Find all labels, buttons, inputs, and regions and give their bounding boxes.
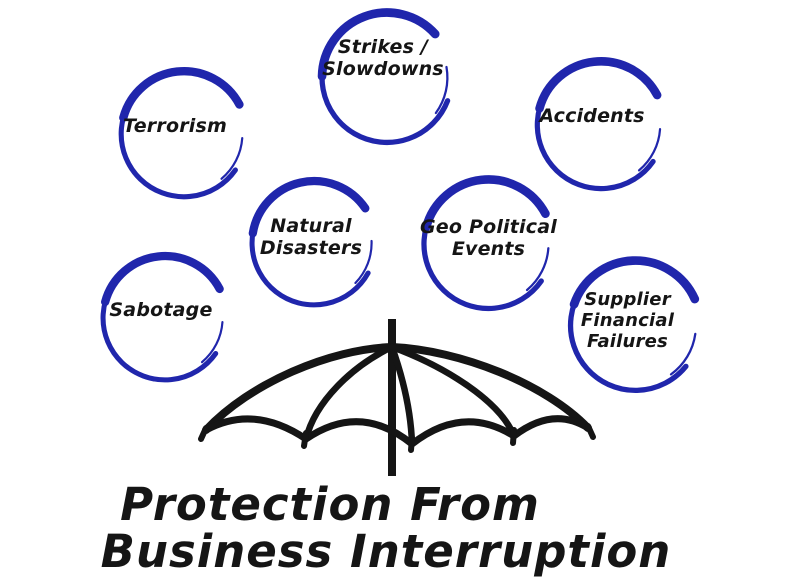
risk-circle-natural-disasters: Natural Disasters: [240, 171, 388, 315]
risk-circle-terrorism: Terrorism: [110, 61, 258, 207]
risk-circle-strikes-slowdowns: Strikes / Slowdowns: [311, 2, 463, 153]
diagram-title-line-1: Protection From: [120, 478, 540, 531]
risk-label-natural-disasters: Natural Disasters: [259, 215, 363, 259]
risk-label-terrorism: Terrorism: [123, 115, 227, 138]
risk-label-supplier-financial-failures: Supplier Financial Failures: [580, 289, 675, 352]
risk-circle-accidents: Accidents: [525, 51, 677, 199]
risk-circle-supplier-financial-failures: Supplier Financial Failures: [559, 250, 712, 401]
risk-label-strikes-slowdowns: Strikes / Slowdowns: [322, 35, 444, 80]
diagram-title-line-2: Business Interruption: [100, 525, 672, 578]
risk-label-geo-political-events: Geo Political Events: [420, 216, 557, 260]
risk-label-accidents: Accidents: [539, 105, 645, 128]
risk-circle-geo-political-events: Geo Political Events: [412, 169, 565, 319]
umbrella-icon: [198, 319, 596, 476]
risk-label-sabotage: Sabotage: [109, 299, 213, 322]
risk-circle-sabotage: Sabotage: [90, 246, 240, 390]
